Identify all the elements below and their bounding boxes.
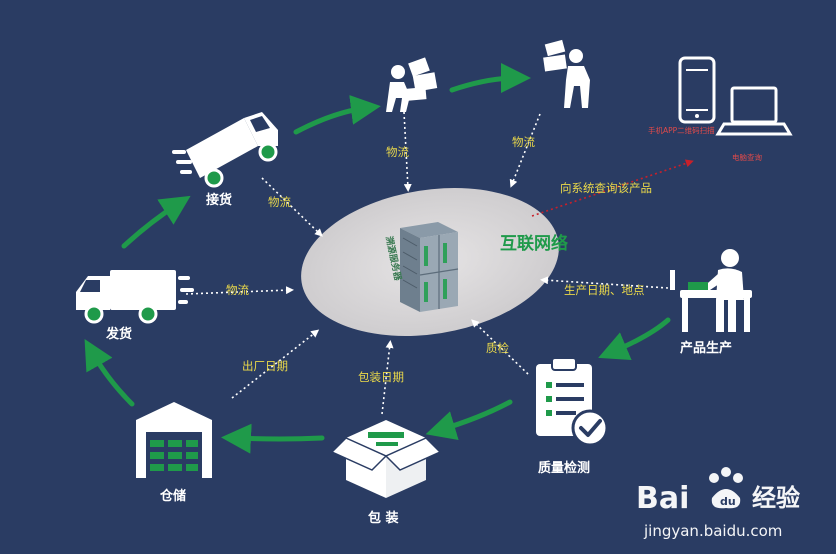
arrow-quality-to-package: [425, 399, 513, 441]
dots-package-to-center: [381, 340, 394, 415]
arrow-ship-to-receive: [121, 195, 191, 249]
server-icon: [400, 222, 459, 312]
flow-label-query-system: 向系统查询该产品: [560, 181, 652, 195]
phone-label: 手机APP二维码扫描: [648, 125, 715, 135]
flow-label-quality-check: 质检: [486, 341, 509, 355]
node-label-receive: 接货: [206, 192, 232, 208]
package-icon: [330, 420, 442, 498]
laptop-icon: [715, 86, 793, 136]
dots-deliverer-to-center: [509, 113, 541, 188]
node-label-warehouse: 仓储: [159, 488, 186, 504]
arrow-carrier-to-deliverer: [449, 63, 531, 94]
watermark: Bai du 经验 jingyan.baidu.com: [636, 467, 800, 540]
arrow-receive-to-carrier: [293, 94, 381, 135]
flow-label-production-date-place: 生产日期、地点: [564, 283, 645, 297]
node-label-quality: 质量检测: [538, 460, 590, 476]
flow-label-factory-date: 出厂日期: [242, 359, 288, 373]
worker-icon: [670, 249, 752, 332]
check-badge-icon: [571, 409, 609, 447]
flow-label-package-date: 包装日期: [358, 370, 404, 384]
carrier-person-icon: [386, 57, 438, 112]
watermark-brand-right: 经验: [752, 484, 800, 512]
dots-ship-to-center: [185, 286, 294, 295]
phone-icon: [678, 56, 716, 124]
watermark-url: jingyan.baidu.com: [643, 522, 782, 540]
arrow-production-to-quality: [598, 317, 671, 361]
flow-label-logistics-3: 物流: [268, 195, 291, 209]
svg-text:du: du: [720, 495, 736, 508]
warehouse-icon: [136, 402, 212, 478]
arrow-package-to-warehouse: [221, 423, 325, 454]
truck-icon-ship: [76, 270, 194, 324]
deliverer-person-icon: [543, 39, 590, 108]
flow-label-logistics-4: 物流: [226, 283, 249, 297]
dots-receive-to-center: [261, 177, 323, 237]
flow-label-logistics-2: 物流: [512, 135, 535, 149]
computer-label: 电脑查询: [732, 152, 762, 162]
flow-label-logistics-1: 物流: [386, 145, 409, 159]
node-label-package: 包 装: [368, 510, 399, 526]
network-label: 互联网络: [500, 233, 568, 254]
node-label-ship: 发货: [105, 326, 132, 342]
node-label-production: 产品生产: [680, 340, 732, 356]
paw-icon: du: [709, 467, 743, 509]
watermark-brand-left: Bai: [636, 481, 689, 516]
truck-icon-receive: [172, 112, 278, 188]
arrow-warehouse-to-ship: [84, 338, 135, 407]
dots-production-to-center: [540, 276, 669, 289]
